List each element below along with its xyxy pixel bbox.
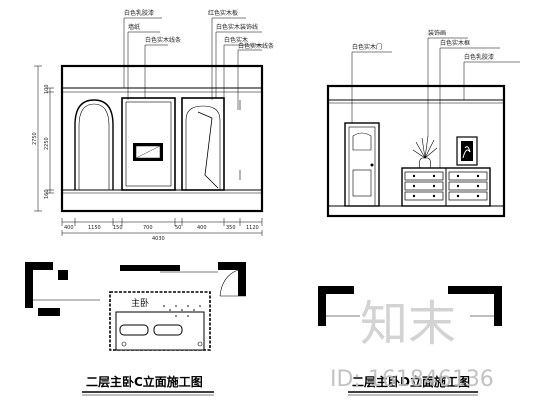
door-handle: [370, 163, 374, 167]
dim-h-6: 400: [197, 225, 207, 231]
left-arch-inner: [78, 103, 110, 190]
annotation-c-4: 红色实木板: [208, 9, 238, 17]
annotation-d-3: 白色实木框: [440, 39, 470, 47]
picture-artwork: [461, 141, 473, 161]
plan-door-swing: [219, 269, 246, 297]
caption-elevation-d: 二层主卧D立面施工图: [352, 374, 470, 389]
dim-cornice: 100: [44, 84, 50, 94]
door-leaf: [348, 126, 376, 207]
dim-h-3: 150: [113, 225, 123, 231]
elevation-d-outer-frame: [326, 84, 506, 218]
elevation-c: 白色乳胶漆 墙纸 白色实木线条 红色实木板 白色实木装饰线 白色实木 白色实木线…: [32, 9, 274, 242]
dim-skirting: 160: [44, 189, 50, 199]
plan-bed: [109, 291, 211, 351]
door-lower-panel: [352, 169, 372, 197]
dim-total-width: 4030: [152, 236, 165, 242]
dim-height-total: 2750: [32, 132, 38, 145]
annotation-c-1: 白色乳胶漆: [124, 9, 154, 17]
annotation-c-7: 白色实木线条: [238, 42, 274, 50]
elevation-d-leaders: [351, 37, 520, 168]
elevation-c-horizontal-dims: [61, 218, 263, 236]
dim-wall-height: 2250: [44, 137, 50, 150]
watermark: 知末 ID: 161846136: [330, 296, 494, 392]
dim-h-4: 700: [143, 225, 153, 231]
right-doorway-frame: [181, 97, 225, 191]
elevation-c-leaders: [123, 17, 262, 110]
dim-h-1: 400: [64, 225, 74, 231]
floor-plan-c: 主卧: [25, 262, 246, 351]
picture-frame: [456, 136, 478, 166]
plan-room-label: 主卧: [131, 297, 149, 309]
tv-wall-panel: [121, 97, 176, 191]
curtain-drape: [197, 111, 219, 189]
right-arch: [185, 105, 221, 190]
door-upper-panel: [352, 132, 372, 151]
caption-elevation-c: 二层主卧C立面施工图: [86, 374, 203, 389]
door-frame: [344, 122, 380, 207]
annotation-c-2: 墙纸: [128, 23, 140, 31]
plant-vase: [412, 135, 438, 169]
annotation-d-4: 白色乳胶漆: [464, 53, 494, 61]
annotation-d-1: 白色实木门: [352, 43, 382, 51]
left-arch-niche: [74, 99, 114, 190]
watermark-logo-text: 知末: [360, 296, 456, 352]
dim-h-8: 1120: [246, 225, 259, 231]
captions: 二层主卧C立面施工图 二层主卧D立面施工图: [82, 374, 478, 396]
watermark-id: ID: 161846136: [330, 367, 494, 392]
elevation-d: 白色实木门 装饰画 白色实木框 白色乳胶漆: [326, 29, 520, 218]
dim-h-2: 1150: [88, 225, 101, 231]
annotation-d-2: 装饰画: [428, 29, 446, 37]
annotation-c-6: 白色实木: [224, 36, 248, 44]
dim-h-7: 350: [226, 225, 236, 231]
floor-plan-d: [318, 286, 502, 326]
dresser: [401, 167, 491, 207]
tv-wall-inner-frame: [125, 101, 172, 187]
elevation-c-vertical-dims: [34, 65, 54, 212]
dim-h-5: 50: [175, 225, 181, 231]
annotation-c-3: 白色实木线条: [145, 36, 181, 44]
annotation-c-5: 白色实木装饰线: [216, 23, 258, 31]
elevation-c-outer-frame: [60, 64, 264, 213]
